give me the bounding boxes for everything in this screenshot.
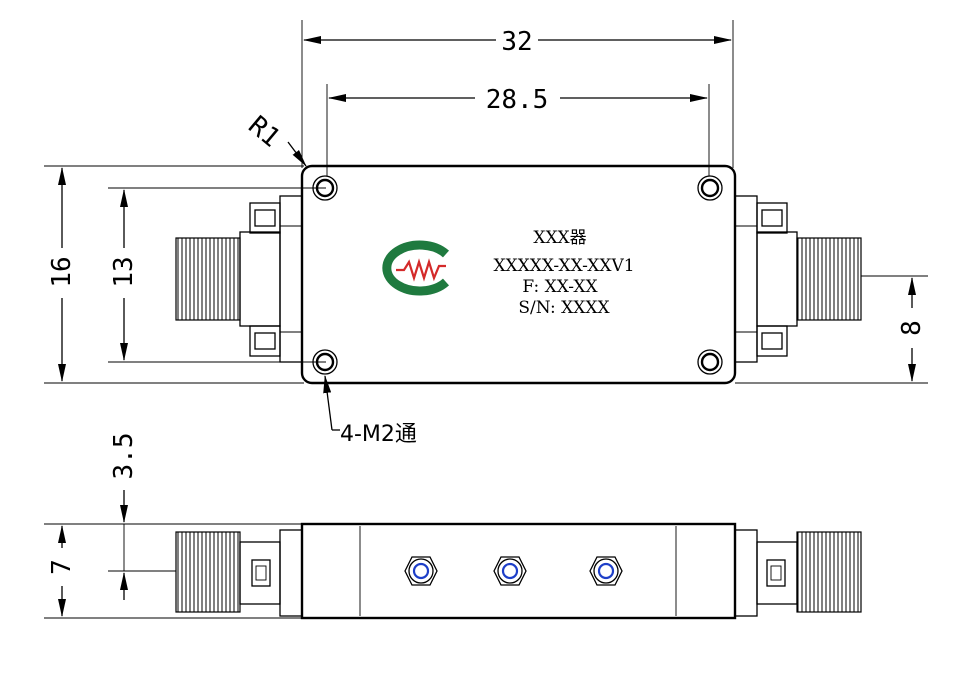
left-connector (175, 195, 303, 363)
port-1 (404, 556, 438, 586)
mounting-hole-note: 4-M2通 (323, 375, 417, 447)
housing-side (300, 522, 737, 620)
dim-r1-label: R1 (242, 110, 285, 153)
dim-3-5-label: 3.5 (109, 433, 139, 480)
top-view: XXX器 XXXXX-XX-XXV1 F: XX-XX S/N: XXXX (175, 164, 862, 385)
dimension-16: 16 (44, 165, 304, 384)
side-view (175, 522, 862, 620)
label-frequency: F: XX-XX (522, 277, 598, 297)
dimension-8: 8 (735, 275, 928, 384)
dim-13-label: 13 (109, 256, 139, 287)
port-2 (493, 556, 527, 586)
dim-7-label: 7 (47, 559, 77, 575)
dimension-r1: R1 (242, 110, 307, 167)
dimension-3-5: 3.5 (108, 433, 176, 600)
dimension-28-5: 28.5 (326, 84, 710, 176)
port-3 (589, 556, 623, 586)
dim-32-label: 32 (501, 27, 532, 57)
right-connector (734, 195, 862, 363)
label-name: XXX器 (533, 228, 586, 248)
label-serial: S/N: XXXX (518, 298, 610, 318)
label-model: XXXXX-XX-XXV1 (493, 256, 634, 276)
dim-8-label: 8 (897, 320, 927, 336)
note-4-m2-label: 4-M2通 (340, 422, 417, 447)
dim-28-5-label: 28.5 (486, 85, 549, 115)
dim-16-label: 16 (47, 256, 77, 287)
company-logo-icon (382, 240, 450, 296)
dimension-13: 13 (108, 187, 326, 363)
dimension-32: 32 (301, 20, 734, 168)
dimension-7: 7 (44, 523, 304, 619)
housing-top (300, 164, 737, 385)
